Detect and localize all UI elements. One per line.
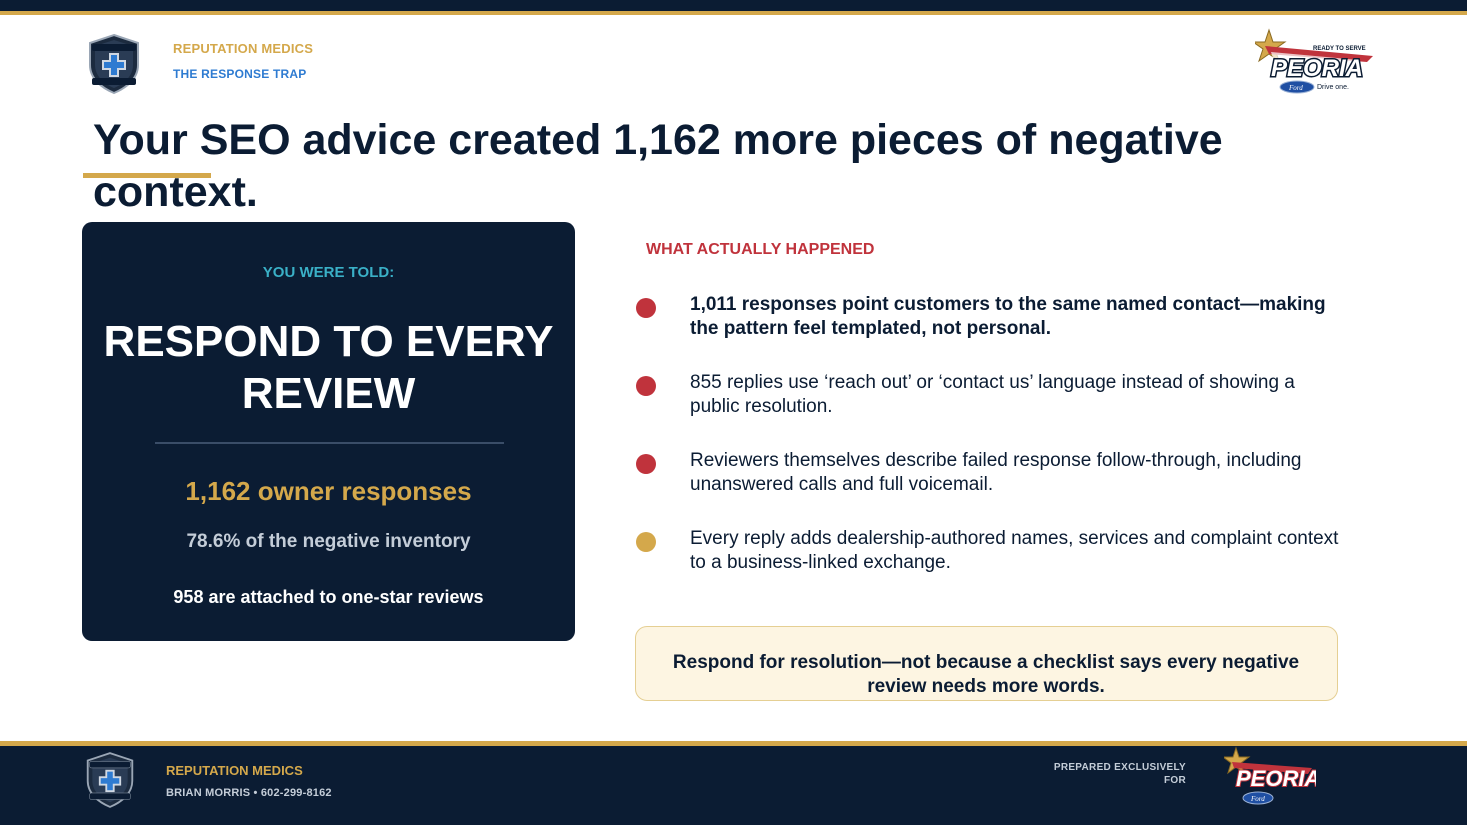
- header-brand-name: REPUTATION MEDICS: [173, 41, 314, 56]
- bullet-dot-gold: [636, 532, 656, 552]
- svg-text:PEORIA: PEORIA: [1236, 766, 1316, 791]
- footer-bar: [0, 746, 1467, 825]
- title-accent-bar: [83, 173, 211, 178]
- top-navy-bar: [0, 0, 1467, 11]
- negative-inventory-stat: 78.6% of the negative inventory: [186, 531, 471, 552]
- top-gold-stripe: [0, 11, 1467, 15]
- reputation-medics-shield-icon: [86, 33, 142, 95]
- svg-text:PEORIA: PEORIA: [1271, 55, 1363, 82]
- reputation-medics-shield-icon: [84, 751, 136, 809]
- svg-text:Ford: Ford: [1250, 795, 1265, 803]
- page-title: Your SEO advice created 1,162 more piece…: [93, 116, 1223, 216]
- owner-responses-stat: 1,162 owner responses: [185, 476, 472, 506]
- bullet-dot-red: [636, 376, 656, 396]
- prepared-for-label: PREPARED EXCLUSIVELY FOR: [1053, 762, 1186, 786]
- one-star-stat: 958 are attached to one-star reviews: [173, 587, 484, 607]
- footer-contact-info: BRIAN MORRIS • 602-299-8162: [166, 787, 332, 799]
- svg-text:Drive one.: Drive one.: [1317, 84, 1349, 91]
- header-section-subtitle: THE RESPONSE TRAP: [173, 67, 307, 81]
- svg-text:READY TO SERVE: READY TO SERVE: [1313, 46, 1366, 52]
- footer-gold-stripe: [0, 741, 1467, 746]
- bullet-authored-context: Every reply adds dealership-authored nam…: [690, 528, 1339, 573]
- resolution-callout-text: Respond for resolution—not because a che…: [672, 652, 1300, 697]
- bullet-dot-red: [636, 298, 656, 318]
- advice-claim-heading: RESPOND TO EVERY REVIEW: [103, 317, 554, 418]
- bullet-named-contact: 1,011 responses point customers to the s…: [690, 294, 1326, 339]
- you-were-told-label: YOU WERE TOLD:: [262, 264, 395, 281]
- card-divider: [155, 442, 504, 444]
- peoria-ford-logo-icon: PEORIA READY TO SERVE Ford Drive one.: [1251, 28, 1375, 96]
- bullet-reach-out-language: 855 replies use ‘reach out’ or ‘contact …: [690, 372, 1295, 417]
- bullet-failed-follow-through: Reviewers themselves describe failed res…: [690, 450, 1302, 495]
- what-happened-label: WHAT ACTUALLY HAPPENED: [646, 241, 875, 258]
- resolution-callout-box: [635, 626, 1338, 701]
- footer-brand-name: REPUTATION MEDICS: [166, 763, 303, 778]
- bullet-dot-red: [636, 454, 656, 474]
- peoria-ford-logo-icon: PEORIA Ford: [1221, 746, 1321, 808]
- svg-text:Ford: Ford: [1288, 84, 1303, 92]
- you-were-told-card: [82, 222, 575, 641]
